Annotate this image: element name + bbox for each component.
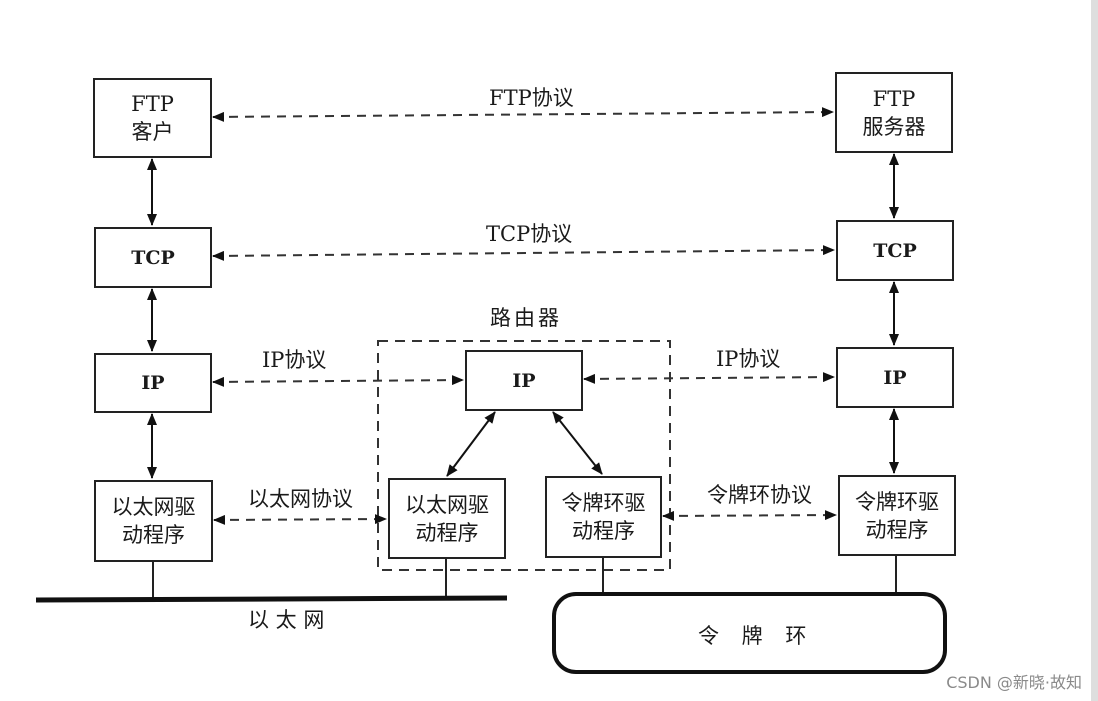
ip-protocol-arrow-left xyxy=(212,375,464,387)
ethernet-label: 以 太 网 xyxy=(248,608,325,632)
ip-protocol-arrow-right xyxy=(583,372,835,384)
ip-right-box: IP xyxy=(836,347,954,408)
tr-driver-right-line2: 动程序 xyxy=(865,517,929,542)
router-tr-driver-box: 令牌环驱 动程序 xyxy=(545,476,662,558)
router-eth-driver-box: 以太网驱 动程序 xyxy=(388,478,506,559)
ftp-client-box: FTP 客户 xyxy=(93,78,212,158)
eth-driver-left-line1: 以太网驱 xyxy=(111,495,196,519)
tr-driver-right-box: 令牌环驱 动程序 xyxy=(838,475,956,556)
tcp-left-box: TCP xyxy=(94,227,212,288)
router-label: 路由器 xyxy=(490,306,562,330)
ftp-server-line1: FTP xyxy=(872,86,916,111)
router-tr-driver-line1: 令牌环驱 xyxy=(561,491,646,515)
scrollbar[interactable] xyxy=(1091,0,1098,701)
ip-left-box: IP xyxy=(94,353,212,413)
token-ring-protocol-arrow xyxy=(662,510,837,521)
tcp-protocol-arrow xyxy=(212,245,835,261)
ip-left-label: IP xyxy=(141,372,165,394)
tcp-right-box: TCP xyxy=(836,220,954,281)
ip-protocol-left-label: IP协议 xyxy=(262,348,327,372)
token-ring xyxy=(552,592,947,674)
eth-driver-left-line2: 动程序 xyxy=(122,523,185,547)
ftp-server-line2: 服务器 xyxy=(862,114,926,139)
ftp-protocol-arrow xyxy=(212,107,834,122)
tr-driver-right-line1: 令牌环驱 xyxy=(855,489,939,514)
token-ring-protocol-label: 令牌环协议 xyxy=(707,483,812,507)
router-eth-driver-line2: 动程序 xyxy=(415,520,479,545)
ethernet-protocol-arrow xyxy=(213,514,387,525)
router-boundary xyxy=(377,340,671,571)
ftp-server-box: FTP 服务器 xyxy=(835,72,953,153)
arrow-router-ip-eth xyxy=(446,411,496,477)
ftp-client-line2: 客户 xyxy=(131,120,174,144)
tcp-right-label: TCP xyxy=(873,239,917,262)
ftp-protocol-label: FTP协议 xyxy=(489,86,574,110)
ftp-client-line1: FTP xyxy=(131,92,174,116)
router-tr-driver-line2: 动程序 xyxy=(572,519,635,543)
ip-protocol-right-label: IP协议 xyxy=(716,347,781,371)
ethernet-bus xyxy=(35,595,508,603)
tcp-left-label: TCP xyxy=(131,246,175,269)
router-ip-box: IP xyxy=(465,350,583,411)
ip-right-label: IP xyxy=(883,366,907,389)
eth-driver-left-box: 以太网驱 动程序 xyxy=(94,480,213,562)
arrow-router-ip-tr xyxy=(552,411,603,475)
tcp-protocol-label: TCP协议 xyxy=(486,222,573,246)
watermark: CSDN @新晓·故知 xyxy=(946,673,1082,692)
token-ring-label: 令 牌 环 xyxy=(698,624,815,648)
router-eth-driver-line1: 以太网驱 xyxy=(405,492,489,517)
ethernet-protocol-label: 以太网协议 xyxy=(248,487,353,511)
router-ip-label: IP xyxy=(512,369,536,392)
